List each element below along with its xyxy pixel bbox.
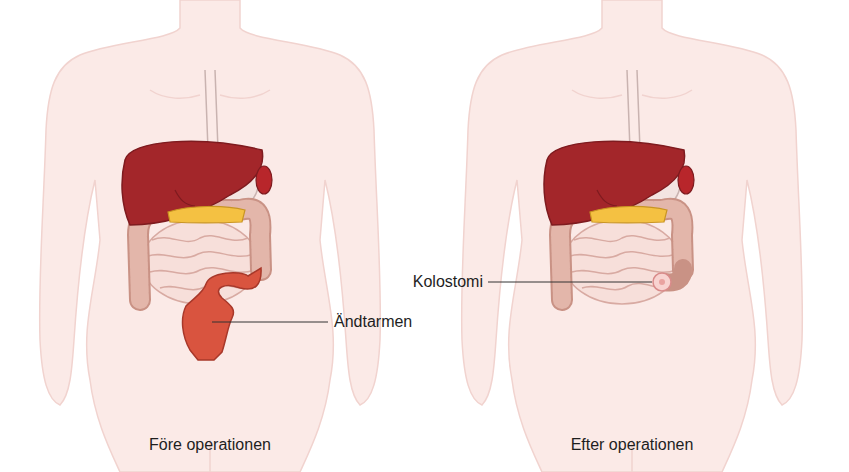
callout-label: Kolostomi <box>413 272 483 292</box>
figure-caption: Efter operationen <box>522 435 742 455</box>
callout-label: Ändtarmen <box>334 312 412 332</box>
figure-caption: Före operationen <box>100 435 320 455</box>
